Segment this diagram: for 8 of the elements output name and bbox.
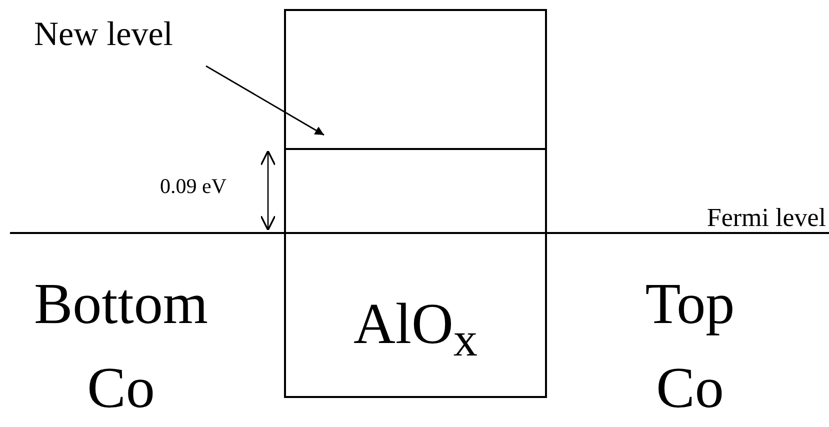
barrier-box (284, 9, 547, 398)
fermi-level-label: Fermi level (706, 205, 826, 231)
material-label: AlO$_{x}$ (352, 295, 479, 365)
callout-text: New level (34, 18, 173, 52)
electrode-label: Top Co (644, 270, 736, 422)
leader-arrow (206, 65, 324, 136)
electrode-label: Bottom Co (32, 270, 210, 422)
dimension-label: 0.09 eV (160, 176, 228, 197)
